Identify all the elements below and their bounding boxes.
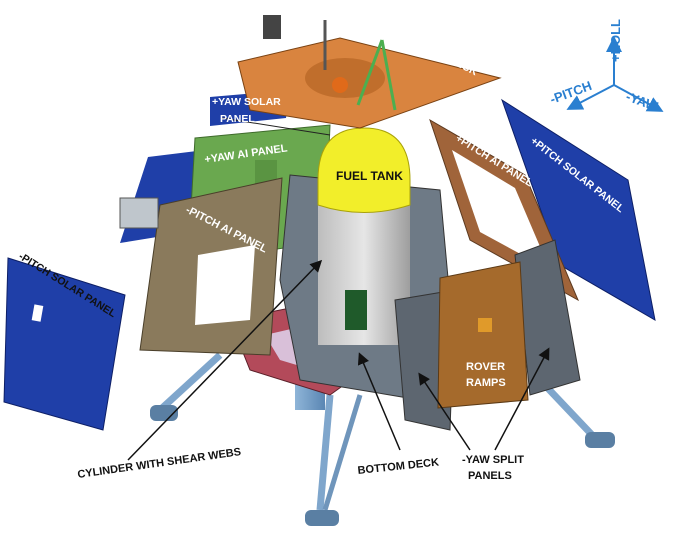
axis-roll-label: +ROLL: [608, 19, 623, 62]
plus-pitch-solar-panel: [501, 98, 656, 321]
label-bottom-deck: BOTTOM DECK: [357, 457, 440, 477]
label-cylinder: CYLINDER WITH SHEAR WEBS: [77, 446, 242, 481]
fuel-tank: [317, 127, 411, 213]
top-deck: [237, 15, 502, 129]
label-yaw-split-line2: PANELS: [468, 470, 512, 482]
label-rover-ramps-line2: RAMPS: [466, 377, 506, 389]
label-yaw-split-line1: -YAW SPLIT: [462, 454, 524, 466]
label-fuel-tank: FUEL TANK: [336, 169, 403, 183]
axis-yaw-label: -YAW: [624, 89, 661, 115]
label-rover-ramps-line1: ROVER: [466, 361, 505, 373]
axis-pitch-label: -PITCH: [548, 78, 594, 107]
landing-legs: [150, 352, 615, 526]
rover-ramps: [437, 261, 529, 409]
minus-pitch-al-panel: [119, 177, 283, 356]
minus-pitch-solar-panel: [3, 257, 126, 431]
leader-lines: [127, 117, 550, 461]
axis-triad: +ROLL -PITCH -YAW: [548, 19, 664, 115]
label-yaw-solar-line1: +YAW SOLAR: [212, 96, 281, 108]
label-yaw-solar-line2: PANEL: [220, 113, 255, 125]
